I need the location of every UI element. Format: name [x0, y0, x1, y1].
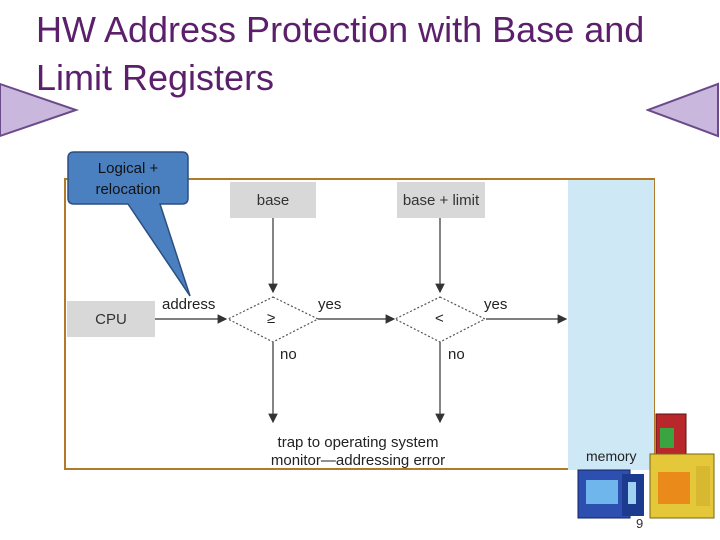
memory-label: memory — [586, 448, 637, 464]
cpu-label: CPU — [95, 310, 127, 328]
trap-line-1: trap to operating system — [277, 434, 439, 451]
lt-comparator — [393, 296, 487, 343]
trap-text: trap to operating system monitor—address… — [262, 434, 454, 470]
next-slide-arrow-icon[interactable] — [646, 82, 720, 138]
lt-symbol: < — [435, 310, 444, 327]
address-label: address — [162, 296, 216, 313]
ge-comparator — [226, 296, 320, 343]
no-label-1: no — [280, 346, 297, 363]
base-limit-register-box: base + limit — [397, 182, 485, 218]
slide-title: HW Address Protection with Base and Limi… — [36, 9, 645, 98]
yes-label-1: yes — [318, 296, 342, 313]
page-number: 9 — [636, 516, 644, 531]
ge-symbol: ≥ — [267, 310, 276, 327]
base-limit-register-label: base + limit — [402, 191, 480, 209]
callout-text: Logical + relocation — [95, 160, 161, 198]
yes-label-2: yes — [484, 296, 508, 313]
memory-block — [568, 180, 654, 470]
previous-slide-arrow-icon[interactable] — [0, 82, 80, 138]
base-register-box: base — [230, 182, 316, 218]
no-label-2: no — [448, 346, 465, 363]
trap-line-2: monitor—addressing error — [270, 452, 446, 469]
base-register-label: base — [256, 191, 290, 209]
computer-blocks-clipart-icon — [577, 413, 715, 519]
cpu-box: CPU — [67, 301, 155, 337]
